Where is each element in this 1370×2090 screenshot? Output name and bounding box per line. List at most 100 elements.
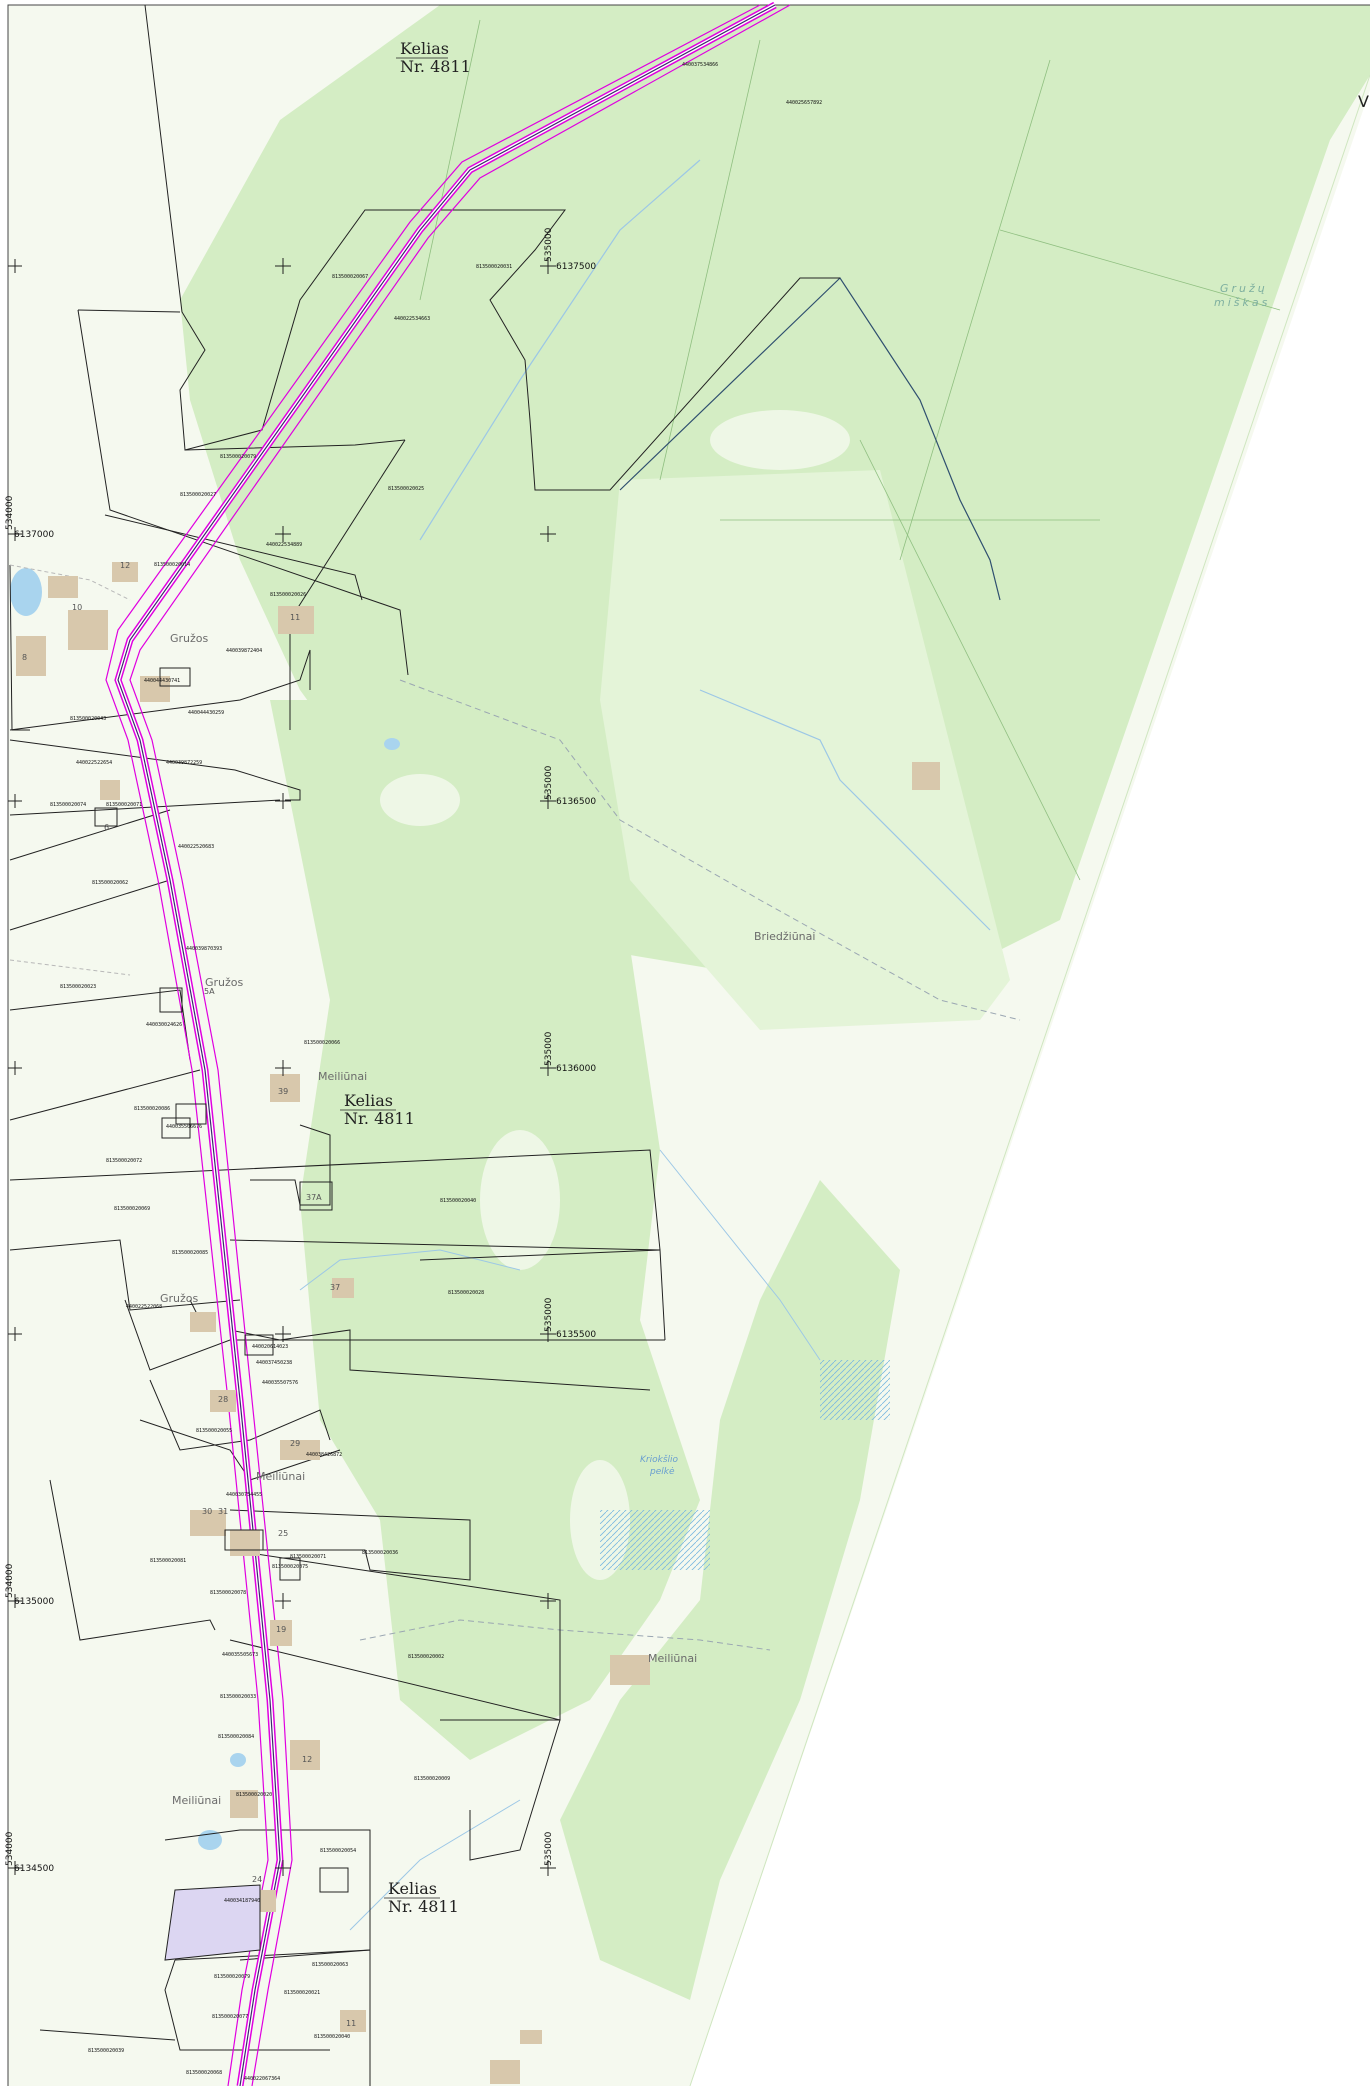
svg-text:Nr. 4811: Nr. 4811 [388,1897,459,1916]
svg-text:813500020055: 813500020055 [196,1428,232,1434]
svg-text:440044430259: 440044430259 [188,710,224,716]
road-label-3: Kelias Nr. 4811 [384,1879,459,1916]
svg-text:12: 12 [120,561,130,570]
svg-text:813500020054: 813500020054 [320,1848,356,1854]
grid-x-label: 535000 [544,765,554,800]
parcel-lines [9,4,840,2086]
grid-y-label: 6136500 [556,797,596,807]
svg-text:813500020039: 813500020039 [88,2048,124,2054]
svg-text:813500020026: 813500020026 [270,592,306,598]
svg-text:440022520683: 440022520683 [178,844,214,850]
buildings [16,562,940,2084]
svg-text:813500020040: 813500020040 [314,2034,350,2040]
place-label: Gružos [205,976,244,989]
svg-text:28: 28 [218,1395,228,1404]
svg-text:30: 30 [202,1507,212,1516]
svg-text:813500020062: 813500020062 [92,880,128,886]
svg-text:813500020071: 813500020071 [106,802,142,808]
svg-text:813500020086: 813500020086 [134,1106,170,1112]
pond [230,1753,246,1767]
svg-text:440039870393: 440039870393 [186,946,222,952]
svg-text:813500020025: 813500020025 [388,486,424,492]
svg-text:813500020036: 813500020036 [362,1550,398,1556]
district-boundary [399,679,1021,1021]
grid-x-label: 534000 [5,495,15,530]
svg-text:813500020077: 813500020077 [212,2014,248,2020]
stream [349,1799,521,1931]
place-label: Meiliūnai [318,1070,367,1083]
svg-text:813500020081: 813500020081 [150,1558,186,1564]
svg-text:813500020079: 813500020079 [214,1974,250,1980]
svg-text:813500020074: 813500020074 [50,802,86,808]
svg-text:813500020028: 813500020028 [448,1290,484,1296]
svg-text:440039872404: 440039872404 [226,648,262,654]
svg-text:813500020031: 813500020031 [476,264,512,270]
grid-y-label: 6137000 [14,530,54,540]
map-diagonal-border [689,74,1370,2087]
svg-text:8: 8 [22,653,27,662]
clearing [710,410,850,470]
svg-text:440030754455: 440030754455 [226,1492,262,1498]
place-label: Meiliūnai [256,1470,305,1483]
forest-label: miškas [1214,296,1270,309]
svg-text:440020614023: 440020614023 [252,1344,288,1350]
svg-text:813500020078: 813500020078 [210,1590,246,1596]
special-parcel [164,1884,261,1961]
svg-text:813500020009: 813500020009 [414,1776,450,1782]
grid-x-label: 534000 [5,1563,15,1598]
svg-text:440035505673: 440035505673 [222,1652,258,1658]
svg-text:11: 11 [290,613,300,622]
clearing [480,1130,560,1270]
svg-text:813500020072: 813500020072 [106,1158,142,1164]
place-label: Briedžiūnai [754,930,815,943]
road-kelias-4811 [105,1,791,2087]
grid-crosses [8,258,556,1876]
svg-text:813500020085: 813500020085 [172,1250,208,1256]
stream [299,1249,521,1291]
svg-text:813500020020: 813500020020 [236,1792,272,1798]
svg-text:813500020066: 813500020066 [304,1040,340,1046]
svg-text:12: 12 [302,1755,312,1764]
svg-text:813500020023: 813500020023 [60,984,96,990]
place-label: Meiliūnai [648,1652,697,1665]
bog-label: Kriokšlio [640,1454,679,1465]
parcel-id-labels: 440037534866 440025657892 813500020067 8… [50,62,822,2082]
svg-text:440044430741: 440044430741 [144,678,180,684]
stream [699,689,991,931]
stream [659,1149,821,1361]
svg-text:31: 31 [218,1507,228,1516]
svg-text:Kelias: Kelias [344,1091,393,1110]
svg-text:39: 39 [278,1087,288,1096]
marsh [820,1360,890,1420]
stream [419,159,701,541]
svg-text:813500020002: 813500020002 [408,1654,444,1660]
forest-label: Gružų [1220,282,1268,295]
svg-text:29: 29 [290,1439,300,1448]
svg-text:440035507576: 440035507576 [262,1380,298,1386]
svg-text:440034187940: 440034187940 [224,1898,260,1904]
pond [10,568,42,616]
grid-x-label: 534000 [5,1831,15,1866]
svg-text:813500020084: 813500020084 [218,1734,254,1740]
svg-text:440039872259: 440039872259 [166,760,202,766]
svg-text:813500020043: 813500020043 [70,716,106,722]
svg-text:813500020071: 813500020071 [290,1554,326,1560]
svg-text:440035506676: 440035506676 [166,1124,202,1130]
svg-text:Kelias: Kelias [400,39,449,58]
road-label-1: Kelias Nr. 4811 [396,39,471,76]
pond [384,738,400,750]
grid-y-label: 6135500 [556,1330,596,1340]
grid-x-label: 535000 [544,1297,554,1332]
svg-text:11: 11 [346,2019,356,2028]
grid-x-label: 535000 [544,227,554,262]
svg-text:5A: 5A [204,987,215,996]
svg-text:25: 25 [278,1529,288,1538]
svg-text:813500020068: 813500020068 [186,2070,222,2076]
light-forest-area [600,470,1010,1030]
svg-text:Nr. 4811: Nr. 4811 [400,57,471,76]
svg-text:440022522654: 440022522654 [76,760,112,766]
svg-text:440022534663: 440022534663 [394,316,430,322]
small-parcels [94,667,349,1893]
svg-text:813500020079: 813500020079 [220,454,256,460]
